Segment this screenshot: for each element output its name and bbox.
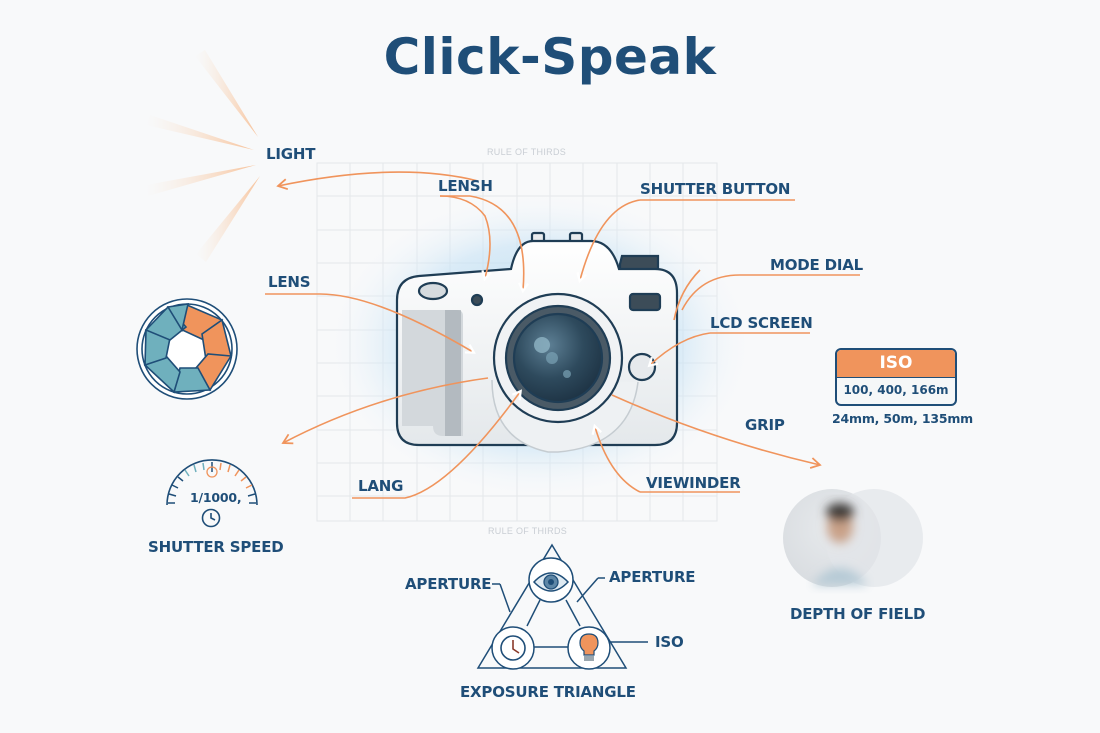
- label-light: LIGHT: [266, 145, 316, 163]
- portrait-blur-icon: [783, 489, 923, 587]
- label-viewinder: VIEWINDER: [646, 474, 741, 492]
- label-mode-dial: MODE DIAL: [770, 256, 863, 274]
- eye-icon: [532, 572, 570, 592]
- label-grip: GRIP: [745, 416, 785, 434]
- iso-card-header: ISO: [837, 350, 955, 378]
- page-title: Click-Speak: [383, 28, 717, 86]
- label-exposure-triangle: EXPOSURE TRIANGLE: [460, 683, 636, 701]
- grid-caption-top: RULE OF THIRDS: [487, 147, 567, 157]
- shutter-dial-icon: [166, 459, 258, 528]
- label-shutter-speed: SHUTTER SPEED: [148, 538, 284, 556]
- label-lens: LENS: [268, 273, 311, 291]
- clock-icon: [500, 635, 526, 661]
- label-lang: LANG: [358, 477, 404, 495]
- iso-card-values: 100, 400, 166m: [843, 383, 949, 397]
- label-iso: ISO: [655, 633, 684, 651]
- label-lcd-screen: LCD SCREEN: [710, 314, 813, 332]
- focal-lengths-text: 24mm, 50m, 135mm: [832, 411, 974, 426]
- label-depth-of-field: DEPTH OF FIELD: [790, 605, 926, 623]
- exposure-triangle-icon: [476, 543, 648, 670]
- light-rays-icon: [146, 50, 260, 262]
- grid-caption-bottom: RULE OF THIRDS: [488, 526, 568, 536]
- camera-icon: [395, 231, 679, 453]
- label-aperture-right: APERTURE: [609, 568, 696, 586]
- label-lensh: LENSH: [438, 177, 493, 195]
- lightbulb-icon: [579, 633, 599, 661]
- label-aperture-left: APERTURE: [405, 575, 492, 593]
- shutter-speed-value: 1/1000,: [190, 490, 242, 505]
- iso-card: ISO 100, 400, 166m: [835, 348, 957, 406]
- label-shutter-button: SHUTTER BUTTON: [640, 180, 791, 198]
- aperture-blades-icon: [136, 298, 238, 400]
